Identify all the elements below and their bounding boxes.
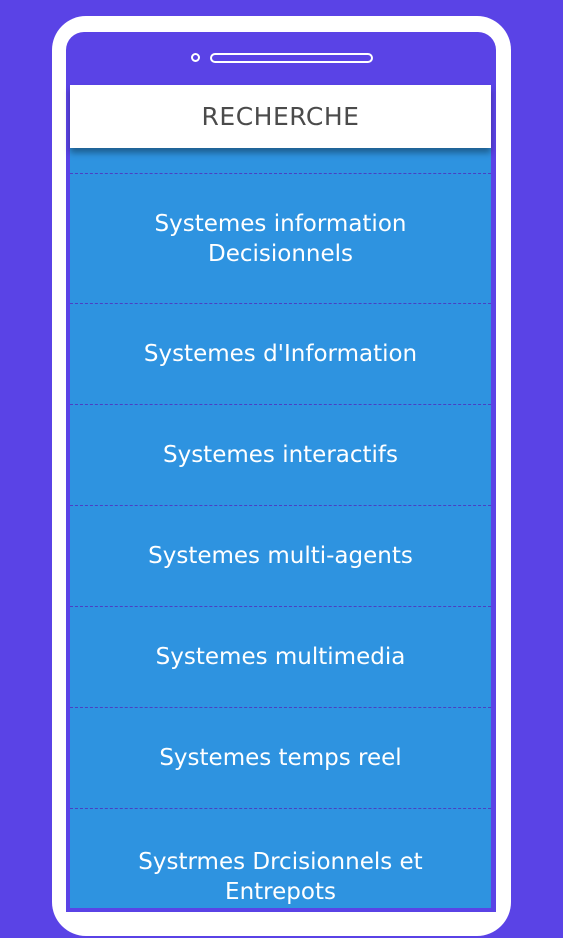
page-title: RECHERCHE: [201, 102, 360, 131]
category-list: Systemes information Decisionnels System…: [70, 148, 491, 908]
list-item-label: Systemes d'Information: [143, 341, 418, 367]
list-item-label: Systemes interactifs: [162, 442, 399, 468]
list-item-systemes-information-decisionnels[interactable]: Systemes information Decisionnels: [70, 173, 491, 303]
list-item-systemes-d-information[interactable]: Systemes d'Information: [70, 303, 491, 404]
list-item-label: Systemes multi-agents: [148, 543, 413, 569]
speaker-icon: [210, 53, 373, 63]
list-item-label: Systemes multimedia: [155, 644, 406, 670]
list-item-systemes-decisionnels-entrepots[interactable]: Systrmes Drcisionnels et Entrepots: [70, 808, 491, 938]
list-item-systemes-multimedia[interactable]: Systemes multimedia: [70, 606, 491, 707]
list-item-systemes-interactifs[interactable]: Systemes interactifs: [70, 404, 491, 505]
list-item-label: Systemes temps reel: [159, 745, 402, 771]
camera-icon: [191, 53, 200, 62]
app-header: RECHERCHE: [70, 85, 491, 148]
list-item-label: Systrmes Drcisionnels et Entrepots: [138, 849, 423, 905]
list-item-label: Systemes information Decisionnels: [154, 210, 407, 267]
list-item-systemes-temps-reel[interactable]: Systemes temps reel: [70, 707, 491, 808]
list-item-systemes-multi-agents[interactable]: Systemes multi-agents: [70, 505, 491, 606]
